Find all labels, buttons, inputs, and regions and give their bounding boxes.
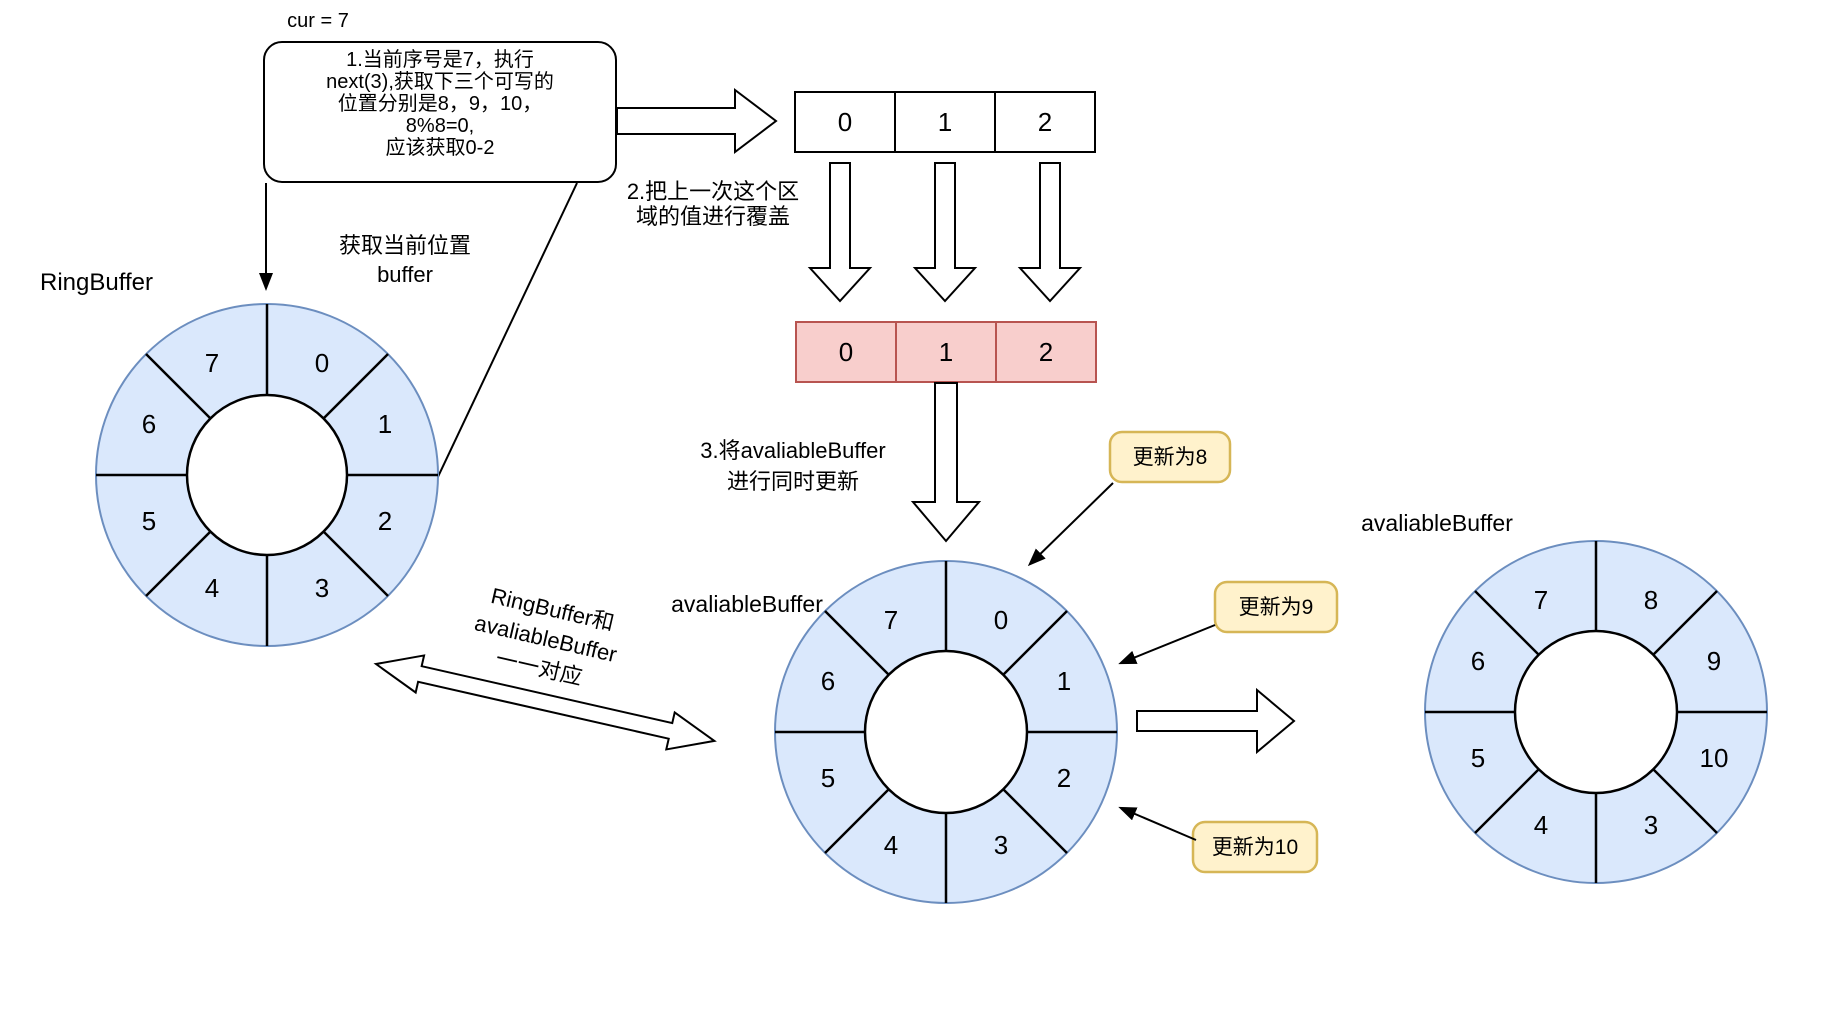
ring-middle: 0 1 2 3 4 5 6 7	[774, 560, 1118, 904]
ring-right: 8 9 10 3 4 5 6 7	[1424, 540, 1768, 884]
ring-middle-seg-6: 6	[821, 666, 835, 696]
callout-update10-box	[1191, 820, 1319, 874]
ring-middle-seg-0: 0	[994, 605, 1008, 635]
update10-arrow	[1118, 806, 1197, 841]
overwrite-array-value-2: 2	[1039, 337, 1053, 367]
ring-left-seg-0: 0	[315, 348, 329, 378]
ring-right-seg-3: 3	[1644, 810, 1658, 840]
ring-left-seg-3: 3	[315, 573, 329, 603]
callout-update8-label: 更新为8	[1133, 446, 1208, 469]
update-ring-arrow	[910, 382, 982, 543]
avaliablebuffer-title-right: avaliableBuffer	[1361, 510, 1513, 536]
ring-left: 0 1 2 3 4 5 6 7	[95, 303, 439, 647]
overwrite-array-cell	[895, 321, 997, 383]
overwrite-array-value-0: 0	[839, 337, 853, 367]
overwrite-arrow-0	[807, 162, 873, 303]
step3-line-1: 3.将avaliableBuffer	[700, 438, 886, 463]
ring-middle-seg-3: 3	[994, 830, 1008, 860]
callout-update10: 更新为10	[1191, 820, 1319, 874]
step2-line-1: 2.把上一次这个区	[627, 179, 799, 204]
step2-line-2: 域的值进行覆盖	[636, 204, 790, 229]
callout-update8-box	[1108, 430, 1232, 484]
top-array-value-0: 0	[838, 107, 852, 137]
ring-right-seg-5: 5	[1471, 743, 1485, 773]
step3-line-2: 进行同时更新	[727, 469, 859, 494]
ring-left-seg-5: 5	[142, 506, 156, 536]
mapping-text: RingBuffer和 avaliableBuffer 一一对应	[472, 583, 619, 690]
top-array-cell	[894, 91, 996, 153]
top-array-value-2: 2	[1038, 107, 1052, 137]
ring-middle-seg-2: 2	[1057, 763, 1071, 793]
overwrite-array: 0 1 2	[795, 321, 1097, 383]
ring-right-seg-6: 6	[1471, 646, 1485, 676]
ring-middle-seg-1: 1	[1057, 666, 1071, 696]
ring-left-seg-1: 1	[378, 409, 392, 439]
top-array: 0 1 2	[794, 91, 1096, 153]
callout-update9-box	[1213, 580, 1339, 634]
ring-left-seg-2: 2	[378, 506, 392, 536]
ring-middle-seg-4: 4	[884, 830, 898, 860]
ring-left-seg-4: 4	[205, 573, 219, 603]
ring-right-seg-9: 9	[1707, 646, 1721, 676]
ring-middle-seg-7: 7	[884, 605, 898, 635]
note-line-3: 位置分别是8，9，10，	[338, 92, 543, 115]
ring-right-seg-7: 7	[1534, 585, 1548, 615]
mapping-double-arrow	[373, 654, 717, 751]
top-array-value-1: 1	[938, 107, 952, 137]
double-arrow-shape	[373, 654, 717, 751]
note-line-4: 8%8=0,	[406, 115, 474, 137]
overwrite-array-cell	[995, 321, 1097, 383]
note-line-1: 1.当前序号是7，执行	[346, 48, 534, 71]
callout-update10-label: 更新为10	[1212, 836, 1298, 859]
callout-update8: 更新为8	[1108, 430, 1232, 484]
cur-label: cur = 7	[287, 10, 349, 32]
ring-left-inner-circle	[185, 393, 349, 557]
update8-arrow	[1027, 482, 1114, 567]
overwrite-arrow-2	[1017, 162, 1083, 303]
overwrite-array-value-1: 1	[939, 337, 953, 367]
callout-update9: 更新为9	[1213, 580, 1339, 634]
ring-left-seg-7: 7	[205, 348, 219, 378]
ring-middle-seg-5: 5	[821, 763, 835, 793]
overwrite-arrow-1	[912, 162, 978, 303]
note-line-2: next(3),获取下三个可写的	[326, 70, 554, 93]
ring-right-seg-8: 8	[1644, 585, 1658, 615]
get-current-line-2: buffer	[377, 262, 433, 287]
ring-right-seg-10: 10	[1700, 743, 1729, 773]
ring-right-seg-4: 4	[1534, 810, 1548, 840]
ringbuffer-title: RingBuffer	[40, 269, 153, 296]
update9-arrow	[1118, 624, 1216, 665]
top-array-cell	[794, 91, 896, 153]
ring-middle-inner-circle	[863, 649, 1029, 815]
to-updated-ring-arrow	[1136, 687, 1296, 755]
callout-update9-label: 更新为9	[1239, 596, 1314, 619]
step1-note-box: 1.当前序号是7，执行 next(3),获取下三个可写的 位置分别是8，9，10…	[263, 41, 617, 183]
ring-left-seg-6: 6	[142, 409, 156, 439]
top-array-cell	[994, 91, 1096, 153]
note-line-5: 应该获取0-2	[386, 136, 495, 159]
get-current-line-1: 获取当前位置	[339, 233, 471, 258]
ring-right-inner-circle	[1513, 629, 1679, 795]
note-to-array-arrow	[616, 87, 778, 155]
avaliablebuffer-title-middle: avaliableBuffer	[671, 591, 823, 617]
